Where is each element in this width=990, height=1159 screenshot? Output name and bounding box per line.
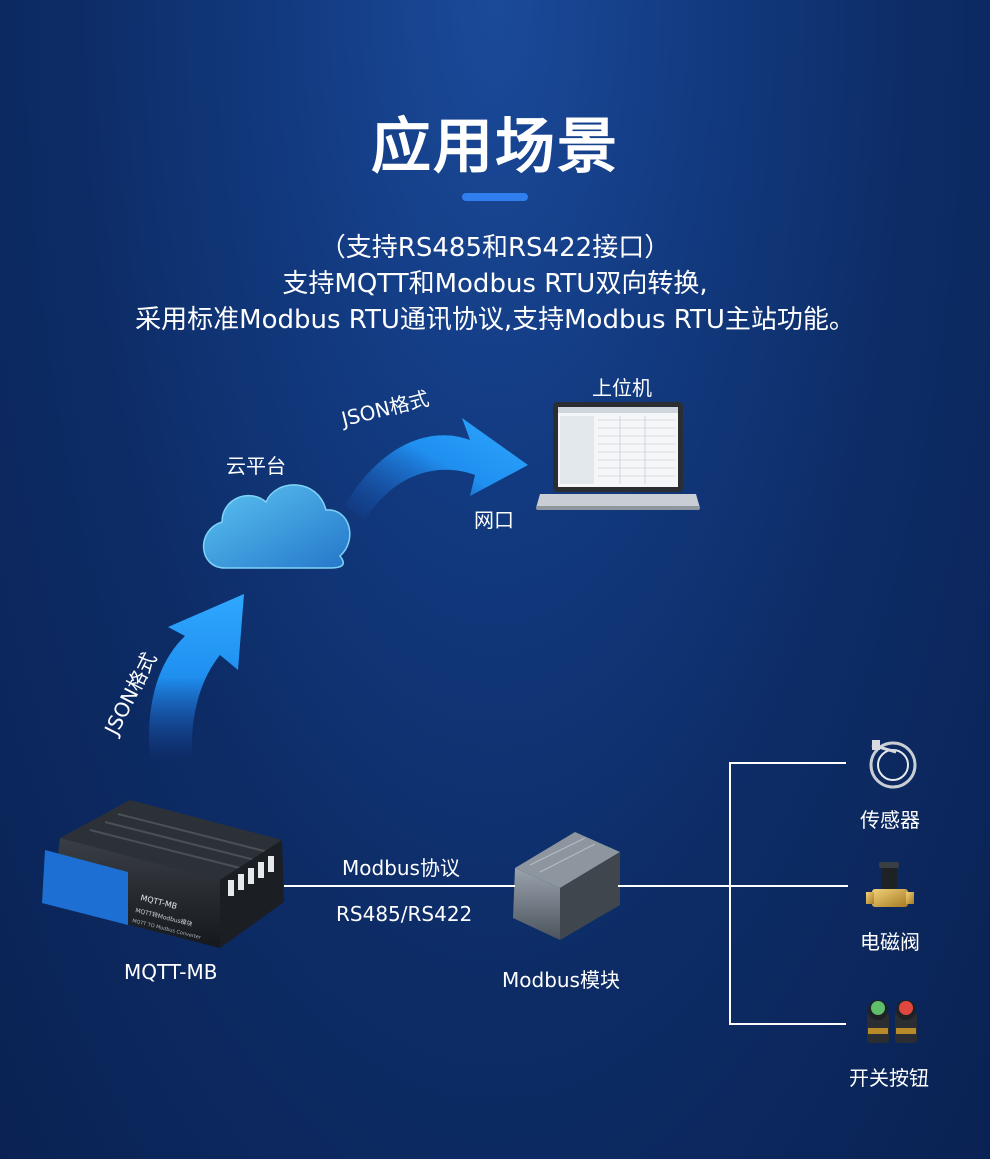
device-label-solenoid-valve: 电磁阀 [860,930,920,954]
gateway-device-icon: MQTT-MB MQTT转Modbus模块 MQTT TO Modbus Con… [42,800,284,948]
description-line-3: 采用标准Modbus RTU通讯协议,支持Modbus RTU主站功能。 [135,305,855,335]
switch-button-icon [867,1000,917,1043]
device-label-switch-button: 开关按钮 [849,1066,929,1090]
description: （支持RS485和RS422接口） 支持MQTT和Modbus RTU双向转换,… [0,230,990,338]
description-line-1: （支持RS485和RS422接口） [319,233,671,263]
cloud-label: 云平台 [226,454,286,478]
pc-label: 上位机 [592,376,652,400]
network-label: 网口 [474,508,514,532]
device-bus [729,762,846,1025]
sensor-icon [869,740,917,789]
cloud-icon [202,484,351,569]
connection-lines [284,762,848,1025]
link-interface-label: RS485/RS422 [336,902,473,926]
device-label-sensor: 传感器 [860,808,920,832]
title-underline [462,193,528,201]
description-line-2: 支持MQTT和Modbus RTU双向转换, [282,269,708,299]
laptop-icon [536,402,700,510]
page-title: 应用场景 [371,112,619,182]
arrow-gateway-to-cloud [149,594,244,760]
solenoid-valve-icon [866,862,914,907]
arrow-cloud-to-pc [345,418,528,520]
modbus-module-icon [513,832,620,940]
gateway-label: MQTT-MB [124,960,218,984]
link-protocol-label: Modbus协议 [342,856,460,880]
module-label: Modbus模块 [502,968,620,992]
